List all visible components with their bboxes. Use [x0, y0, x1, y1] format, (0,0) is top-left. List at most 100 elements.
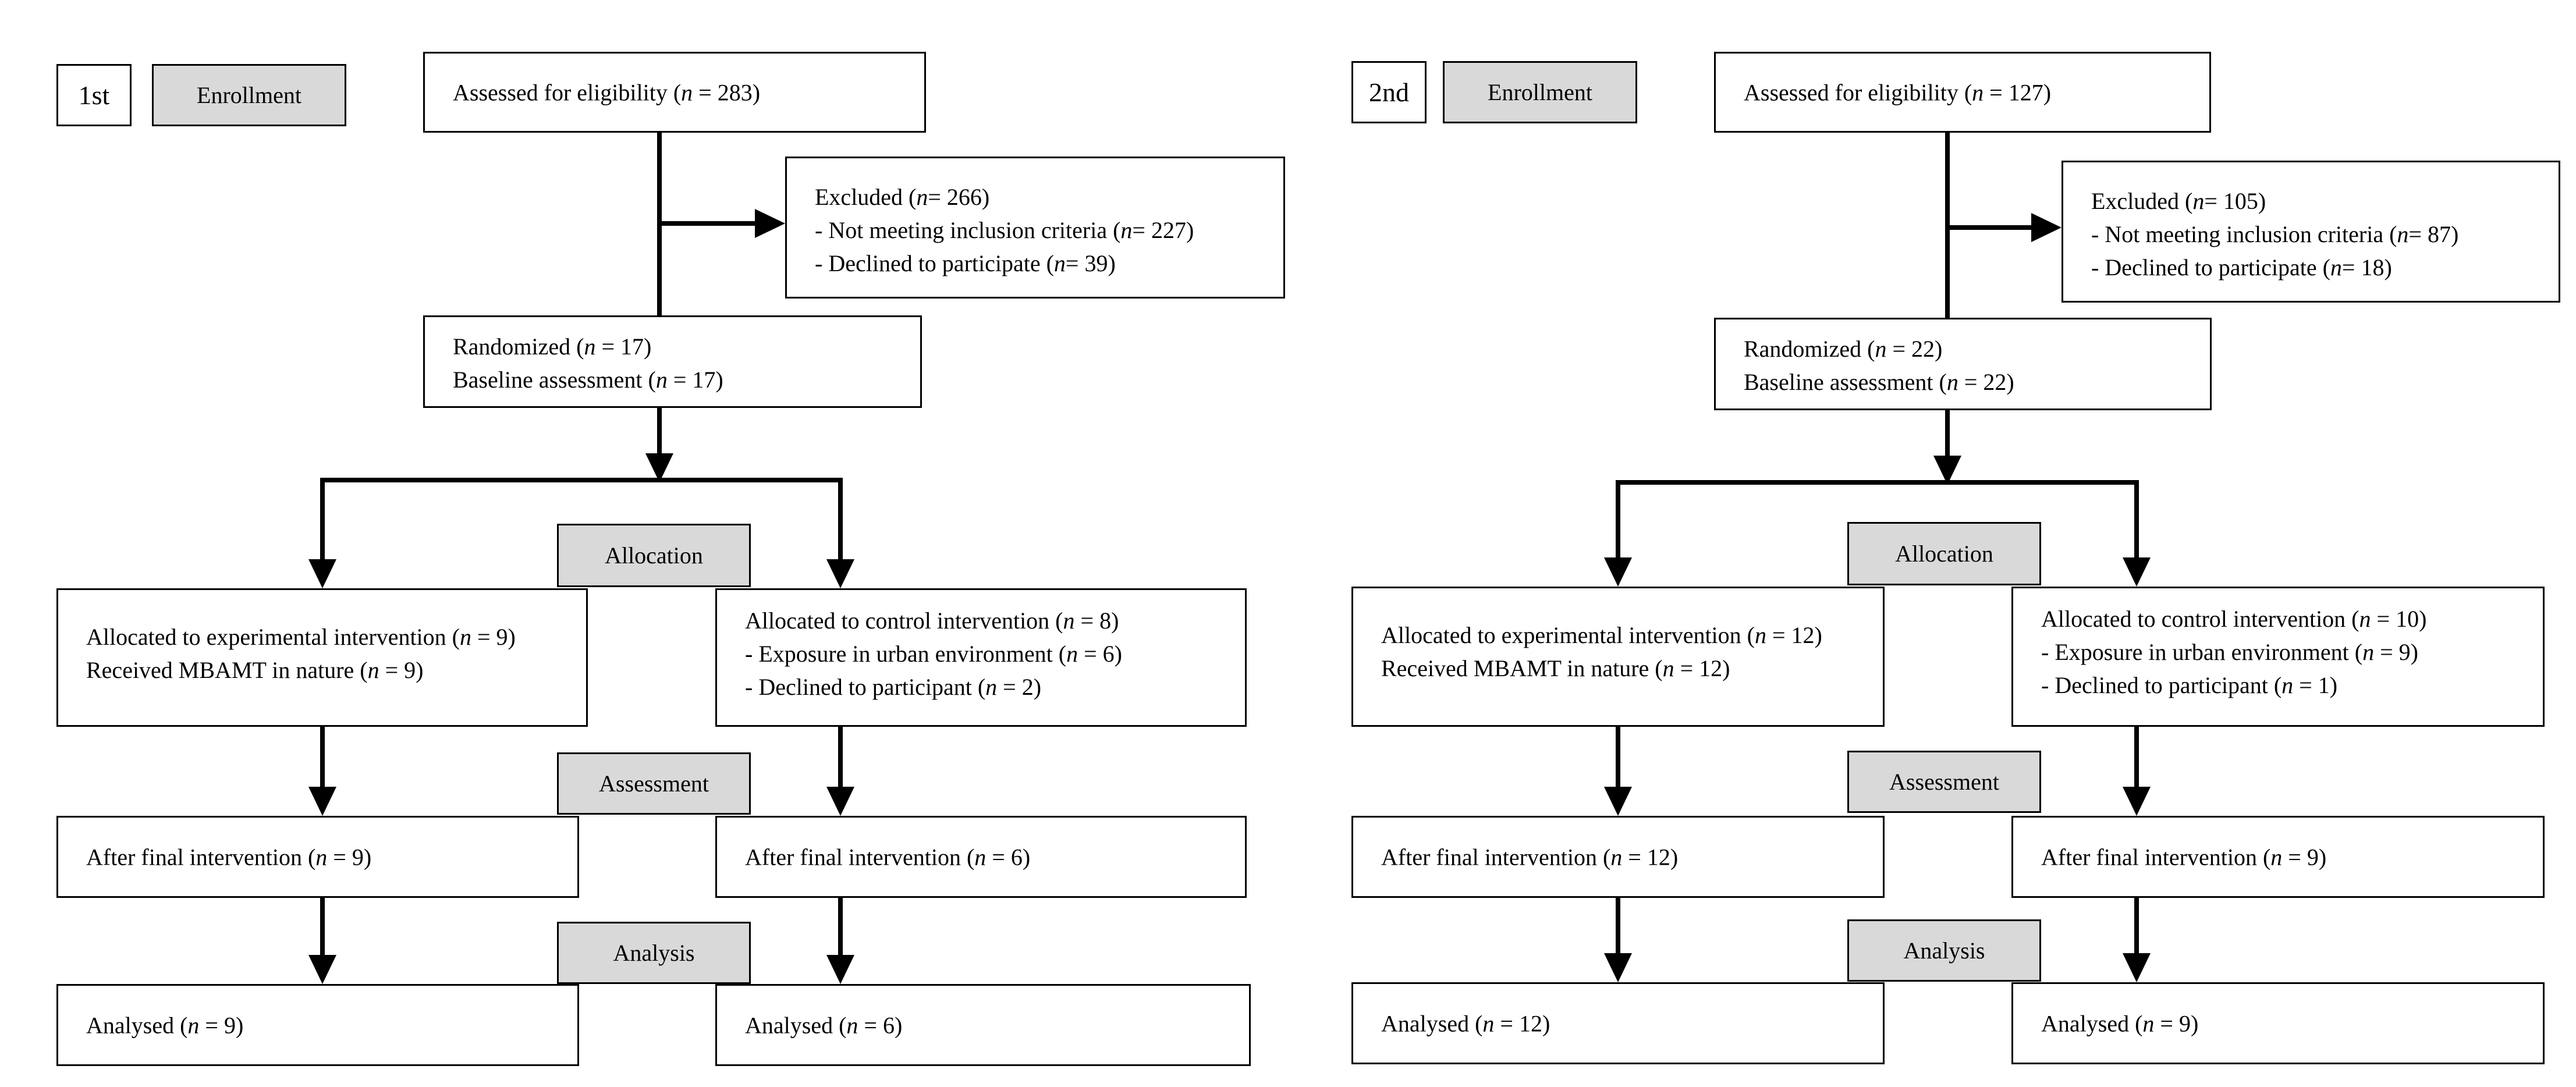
cohort-1-randomized-box-line-2-n-symbol: n — [655, 367, 668, 393]
cohort-1-analysed-control-box-line-1-count: = 6) — [858, 1012, 903, 1038]
cohort-2-after-experimental-box-line-1-count: = 12) — [1622, 844, 1679, 870]
cohort-2-experimental-box-line-1-text: Allocated to experimental intervention ( — [1381, 622, 1755, 648]
cohort-2-assessed-box-line-1: Assessed for eligibility (n = 127) — [1744, 76, 2204, 109]
cohort-2-analysed-experimental-box: Analysed (n = 12) — [1351, 982, 1885, 1064]
cohort-1-analysed-control-box: Analysed (n = 6) — [715, 984, 1251, 1066]
cohort-1-experimental-box-line-1-text: Allocated to experimental intervention ( — [86, 624, 460, 650]
cohort-2-exp-assessment-arrow-head — [1604, 787, 1632, 816]
cohort-1-after-experimental-box-line-1-n-symbol: n — [315, 844, 328, 870]
cohort-1-analysed-experimental-box: Analysed (n = 9) — [56, 984, 579, 1066]
cohort-1-excluded-box: Excluded (n= 266)- Not meeting inclusion… — [785, 157, 1285, 299]
cohort-2-after-experimental-box-line-1: After final intervention (n = 12) — [1381, 840, 1877, 873]
cohort-2-enrollment-stage: Enrollment — [1443, 61, 1637, 123]
cohort-1-analysed-experimental-box-line-1-count: = 9) — [199, 1012, 244, 1038]
cohort-1-experimental-box-line-1: Allocated to experimental intervention (… — [86, 620, 580, 653]
cohort-2-excluded-box-line-3-text: - Declined to participate ( — [2091, 254, 2330, 280]
cohort-2-analysed-control-box-line-1-count: = 9) — [2154, 1010, 2199, 1036]
cohort-1-after-control-box-line-1: After final intervention (n = 6) — [745, 840, 1239, 873]
cohort-2-excluded-box-line-1-n-symbol: n — [2192, 188, 2205, 214]
cohort-1-assessed-box-line-1-text: Assessed for eligibility ( — [453, 79, 682, 105]
cohort-2-excluded-box-line-2-count: = 87) — [2408, 221, 2459, 247]
cohort-2-assessed-box-line-1-n-symbol: n — [1972, 79, 1984, 105]
cohort-2-analysed-experimental-box-line-1-text: Analysed ( — [1381, 1010, 1483, 1036]
cohort-2-excluded-box-line-3-n-symbol: n — [2330, 254, 2342, 280]
cohort-1-excluded-box-line-3-text: - Declined to participate ( — [815, 250, 1054, 276]
cohort-1-excluded-box-line-1: Excluded (n= 266) — [815, 180, 1278, 214]
cohort-1-enrollment-stage: Enrollment — [152, 64, 346, 126]
cohort-2-randomized-box: Randomized (n = 22)Baseline assessment (… — [1714, 318, 2212, 410]
cohort-1-exp-assessment-arrow-head — [308, 787, 336, 816]
cohort-2-analysed-control-box: Analysed (n = 9) — [2011, 982, 2545, 1064]
cohort-1-analysed-control-box-line-1-text: Analysed ( — [745, 1012, 847, 1038]
cohort-2-assessed-box-line-1-text: Assessed for eligibility ( — [1744, 79, 1972, 105]
cohort-2-excluded-box-line-1-text: Excluded ( — [2091, 188, 2193, 214]
cohort-1-after-control-box-line-1-text: After final intervention ( — [745, 844, 975, 870]
cohort-2-randomized-box-line-2-n-symbol: n — [1946, 369, 1958, 395]
cohort-1-after-control-box-line-1-n-symbol: n — [974, 844, 987, 870]
cohort-2-after-control-box-line-1: After final intervention (n = 9) — [2041, 840, 2537, 873]
cohort-2-control-box: Allocated to control intervention (n = 1… — [2011, 587, 2545, 727]
cohort-2-randomized-box-line-1-n-symbol: n — [1875, 336, 1887, 362]
cohort-2-excluded-box-line-2-n-symbol: n — [2397, 221, 2409, 247]
cohort-2-experimental-box-line-1-count: = 12) — [1766, 622, 1822, 648]
cohort-2-experimental-box-line-2-count: = 12) — [1674, 655, 1730, 681]
cohort-2-control-box-line-1-n-symbol: n — [2359, 606, 2371, 632]
cohort-1-ctrl-analysis-arrow-head — [826, 955, 854, 984]
cohort-2-assessed-box-line-1-count: = 127) — [1984, 79, 2052, 105]
cohort-2-analysed-experimental-box-line-1-n-symbol: n — [1482, 1010, 1495, 1036]
cohort-2-control-box-line-3-n-symbol: n — [2282, 672, 2294, 698]
cohort-1-excluded-box-line-1-text: Excluded ( — [815, 184, 917, 210]
cohort-1-phase-label: 1st — [56, 64, 132, 126]
cohort-1-after-experimental-box-line-1-text: After final intervention ( — [86, 844, 316, 870]
cohort-1-control-box-line-2-count: = 6) — [1078, 641, 1122, 667]
cohort-1-excluded-box-line-3-n-symbol: n — [1053, 250, 1066, 276]
cohort-2-control-box-line-2: - Exposure in urban environment (n = 9) — [2041, 635, 2537, 669]
cohort-1-control-box-line-3-text: - Declined to participant ( — [745, 674, 986, 700]
cohort-1-assessed-box-line-1-n-symbol: n — [681, 79, 693, 105]
cohort-2-analysis-stage: Analysis — [1847, 919, 2041, 982]
cohort-1-after-experimental-box-line-1: After final intervention (n = 9) — [86, 840, 572, 873]
cohort-2-randomized-box-line-1-text: Randomized ( — [1744, 336, 1875, 362]
cohort-1-analysed-experimental-box-line-1: Analysed (n = 9) — [86, 1008, 572, 1042]
cohort-1-control-box-line-2-text: - Exposure in urban environment ( — [745, 641, 1067, 667]
cohort-1-excluded-box-line-1-count: = 266) — [928, 184, 990, 210]
cohort-1-control-box-line-1: Allocated to control intervention (n = 8… — [745, 604, 1239, 637]
cohort-2-excluded-box-line-3: - Declined to participate (n= 18) — [2091, 251, 2553, 284]
cohort-1-experimental-box-line-2: Received MBAMT in nature (n = 9) — [86, 653, 580, 687]
cohort-2-excluded-box-line-1: Excluded (n= 105) — [2091, 184, 2553, 218]
cohort-1-excluded-box-line-2: - Not meeting inclusion criteria (n= 227… — [815, 214, 1278, 247]
cohort-1-analysed-experimental-box-line-1-text: Analysed ( — [86, 1012, 188, 1038]
cohort-2-control-box-line-2-text: - Exposure in urban environment ( — [2041, 639, 2363, 665]
cohort-1-exp-analysis-arrow-head — [308, 955, 336, 984]
cohort-2-randomized-box-line-2: Baseline assessment (n = 22) — [1744, 365, 2204, 399]
cohort-1-randomize-arrow-head — [645, 453, 673, 482]
cohort-1-after-control-box: After final intervention (n = 6) — [715, 816, 1247, 898]
cohort-1-allocation-stage: Allocation — [557, 524, 751, 587]
cohort-1-excluded-box-line-3: - Declined to participate (n= 39) — [815, 247, 1278, 280]
cohort-1-randomized-box-line-1: Randomized (n = 17) — [453, 330, 914, 363]
cohort-2-randomized-box-line-1: Randomized (n = 22) — [1744, 332, 2204, 365]
cohort-2-to-experimental-arrow-head — [1604, 557, 1632, 587]
cohort-1-experimental-box-line-2-text: Received MBAMT in nature ( — [86, 657, 368, 683]
cohort-2-excluded-box-line-3-count: = 18) — [2341, 254, 2392, 280]
cohort-1-excluded-box-line-2-count: = 227) — [1132, 217, 1194, 243]
cohort-1-to-control-arrow-head — [826, 559, 854, 588]
cohort-2-randomized-box-line-2-text: Baseline assessment ( — [1744, 369, 1947, 395]
cohort-1-assessed-box-line-1-count: = 283) — [693, 79, 761, 105]
cohort-1-experimental-box-line-1-n-symbol: n — [460, 624, 471, 650]
cohort-1-control-box-line-1-text: Allocated to control intervention ( — [745, 608, 1063, 634]
cohort-2-excluded-box-line-2: - Not meeting inclusion criteria (n= 87) — [2091, 218, 2553, 251]
cohort-1-excluded-box-line-1-n-symbol: n — [916, 184, 928, 210]
cohort-2-control-box-line-2-n-symbol: n — [2362, 639, 2375, 665]
cohort-1-randomized-box-line-2: Baseline assessment (n = 17) — [453, 363, 914, 396]
cohort-1-assessed-box-line-1: Assessed for eligibility (n = 283) — [453, 76, 918, 109]
cohort-2-exp-analysis-arrow-head — [1604, 953, 1632, 982]
cohort-1-analysis-stage: Analysis — [557, 922, 751, 984]
cohort-1-analysed-control-box-line-1-n-symbol: n — [846, 1012, 858, 1038]
cohort-2-after-control-box-line-1-count: = 9) — [2282, 844, 2327, 870]
cohort-1-randomized-box-line-2-text: Baseline assessment ( — [453, 367, 656, 393]
cohort-2-control-box-line-3-count: = 1) — [2293, 672, 2338, 698]
cohort-1-excluded-box-line-2-text: - Not meeting inclusion criteria ( — [815, 217, 1121, 243]
